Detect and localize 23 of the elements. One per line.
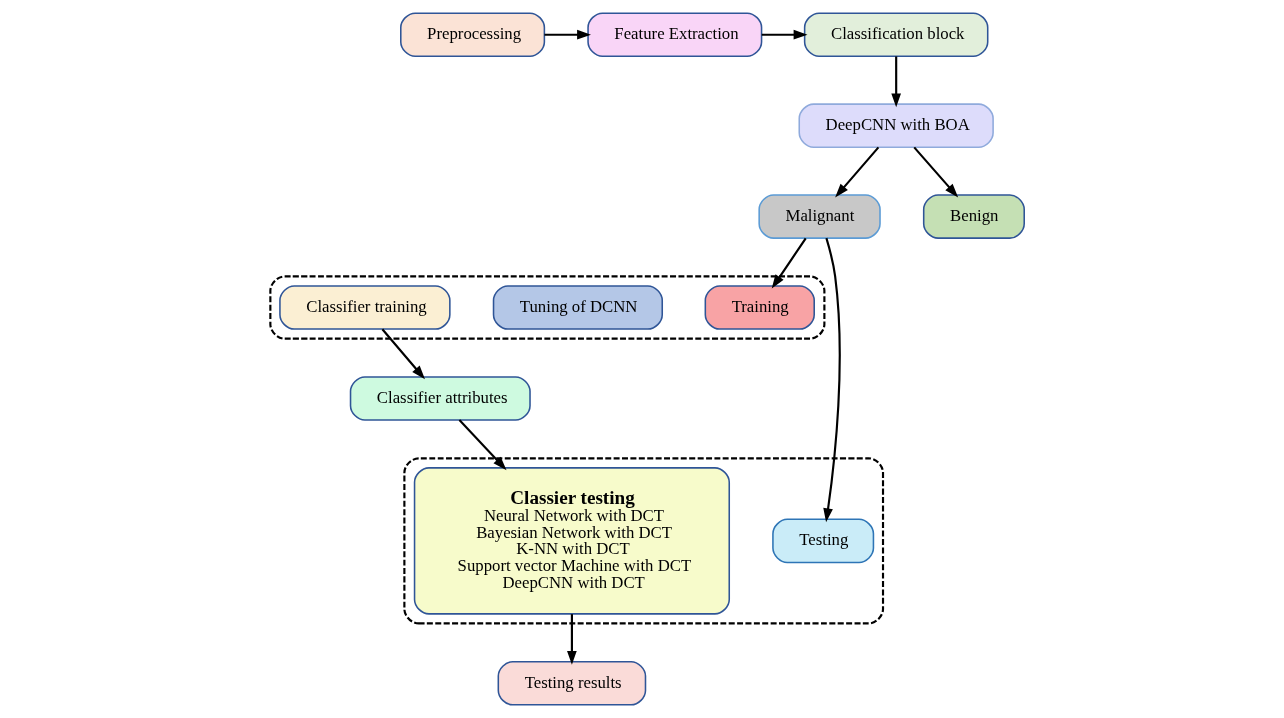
node-box: Classier testing Neural Network with DCT Bayesian Network with DCT K-NN with DCT Support vector Machine with DCT DeepCNN with DCT [413,467,730,615]
arrow [458,419,507,471]
node-box: Classifier training [278,285,451,330]
node-box: Malignant [757,194,881,239]
node-box: Classifier attributes [349,376,531,421]
node-box: Benign [922,194,1025,239]
arrow [834,146,879,198]
node-box: DeepCNN with BOA [797,103,994,148]
node-box: Classification block [803,12,988,58]
arrow [381,328,425,380]
node-box: Feature Extraction [586,12,762,58]
arrow [566,614,577,665]
node-box: Testing [771,518,874,564]
arrow [890,56,901,108]
arrow [822,237,841,523]
arrow [912,146,958,198]
arrow [761,29,807,40]
arrow [771,237,807,289]
node-box: Preprocessing [399,12,545,58]
node-box: Training [704,285,815,330]
arrow [543,29,591,40]
node-box: Tuning of DCNN [492,285,663,330]
node-box: Testing results [497,660,646,706]
